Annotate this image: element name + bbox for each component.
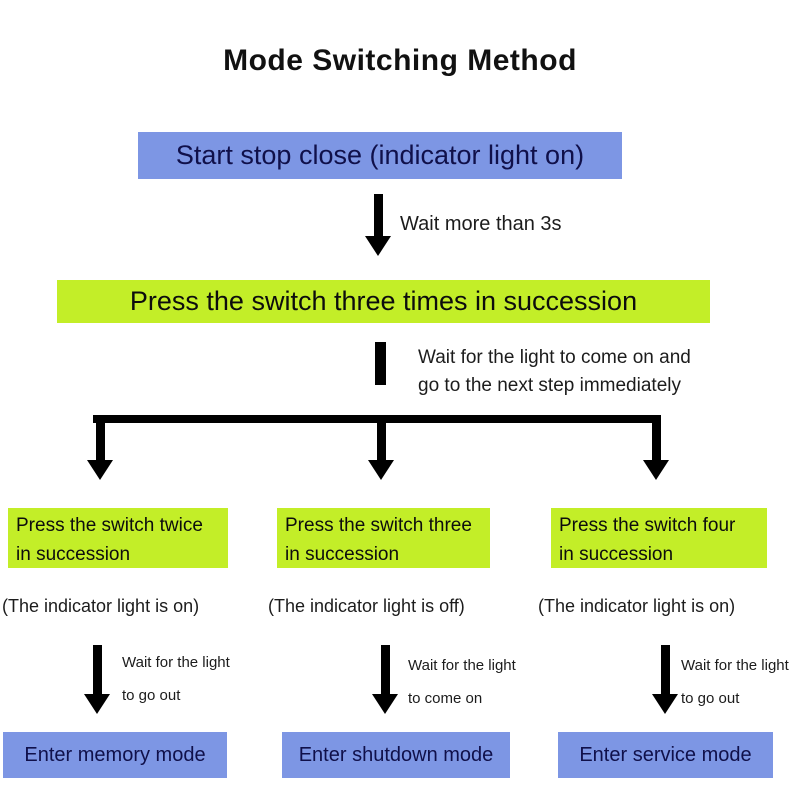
wait-line2: to come on [408,690,483,707]
edge-label-wait-3s: Wait more than 3s [400,213,562,235]
wait-line1: Wait for the light [681,657,789,674]
result-node-shutdown: Enter shutdown mode [282,732,510,778]
start-node: Start stop close (indicator light on) [138,132,622,179]
wait-label-left: Wait for the light to go out [122,646,230,712]
arrow-down-icon [84,645,110,714]
result-node-service: Enter service mode [558,732,773,778]
indicator-note-left: (The indicator light is on) [2,596,200,616]
action-node-twice: Press the switch twice in succession [8,508,228,568]
arrow-head [643,460,669,480]
arrow-head [365,236,391,256]
action-line1: Press the switch twice [16,515,203,536]
branch-connector-line [93,415,661,423]
wait-line1: Wait for the light [122,654,230,671]
arrow-head [368,460,394,480]
arrow-head [87,460,113,480]
arrow-head [372,694,398,714]
edge-label-wait-light: Wait for the light to come on and go to … [418,344,691,400]
edge-label-line1: Wait for the light to come on and [418,347,691,368]
arrow-shaft [660,645,670,694]
connector-bar [375,342,386,385]
arrow-shaft [92,645,102,694]
arrow-down-icon [372,645,398,714]
wait-label-right: Wait for the light to go out [681,649,789,715]
arrow-down-icon [652,645,678,714]
action-node-four: Press the switch four in succession [551,508,767,568]
wait-line1: Wait for the light [408,657,516,674]
action-node-three: Press the switch three in succession [277,508,490,568]
action-line2: in succession [285,544,400,565]
action-line1: Press the switch three [285,515,472,536]
action-line1: Press the switch four [559,515,736,536]
press-three-times-node: Press the switch three times in successi… [57,280,710,323]
arrow-shaft [95,421,105,460]
indicator-note-right: (The indicator light is on) [538,596,736,616]
arrow-shaft [380,645,390,694]
indicator-note-middle: (The indicator light is off) [268,596,465,616]
branch-arrow-left-icon [87,421,113,480]
action-line2: in succession [16,544,131,565]
action-line2: in succession [559,544,674,565]
branch-arrow-middle-icon [368,421,394,480]
edge-label-line2: go to the next step immediately [418,375,681,396]
arrow-shaft [376,421,386,460]
diagram-title: Mode Switching Method [223,44,577,77]
result-node-memory: Enter memory mode [3,732,227,778]
arrow-head [652,694,678,714]
wait-line2: to go out [681,690,740,707]
arrow-head [84,694,110,714]
branch-arrow-right-icon [643,421,669,480]
arrow-shaft [373,194,383,236]
wait-line2: to go out [122,687,181,704]
arrow-down-icon [365,194,391,256]
arrow-shaft [651,421,661,460]
wait-label-middle: Wait for the light to come on [408,649,516,715]
